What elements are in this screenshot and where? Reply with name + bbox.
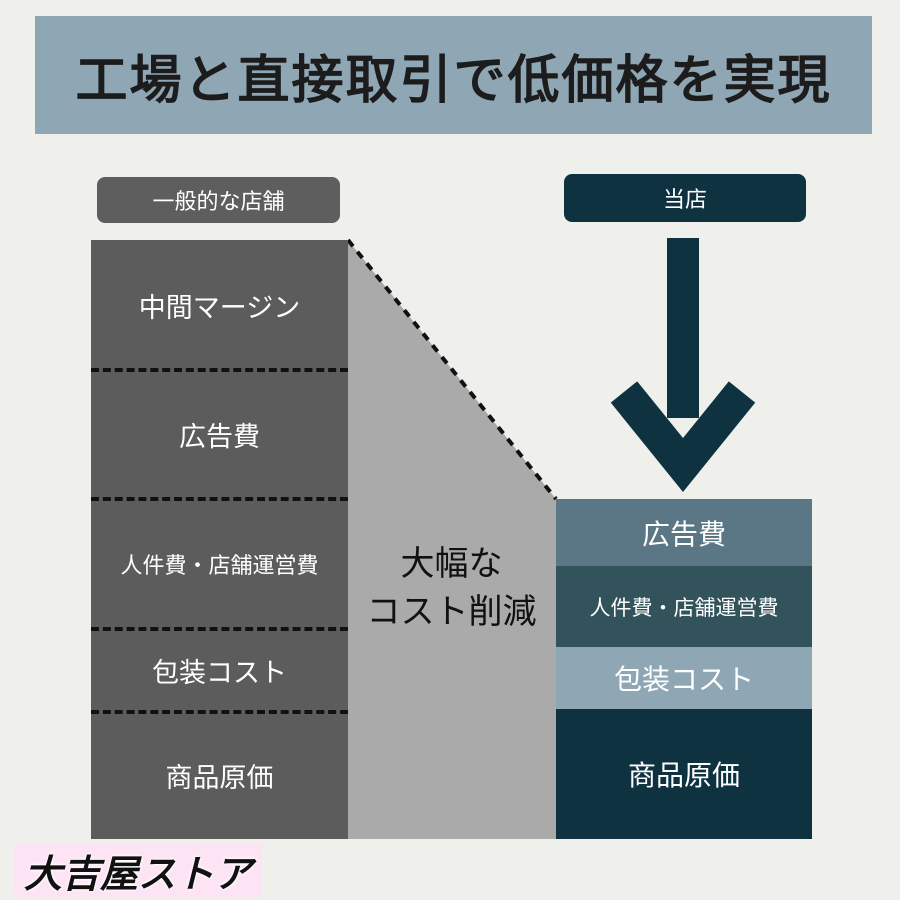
title-banner: 工場と直接取引で低価格を実現 (35, 16, 872, 134)
cost-reduction-label: 大幅な コスト削減 (348, 540, 555, 636)
general-staff-segment: 人件費・店舗運営費 (120, 554, 319, 579)
general-product-cost-segment: 商品原価 (165, 763, 274, 794)
our-product-cost-segment: 商品原価 (556, 709, 812, 839)
general-store-label: 一般的な店舗 (97, 177, 340, 223)
general-store-column: 中間マージン 広告費 人件費・店舗運営費 包装コスト 商品原価 (91, 240, 348, 839)
our-packing-segment: 包装コスト (556, 647, 812, 709)
general-margin-segment: 中間マージン (138, 292, 301, 324)
divider (91, 710, 348, 714)
general-ad-segment: 広告費 (179, 421, 260, 453)
general-packing-segment: 包装コスト (152, 657, 287, 689)
divider (91, 627, 348, 631)
our-store-label: 当店 (564, 174, 806, 222)
down-arrow-icon (610, 238, 756, 493)
divider (91, 368, 348, 372)
page-title: 工場と直接取引で低価格を実現 (75, 50, 832, 111)
our-ad-segment: 広告費 (556, 499, 812, 566)
cost-reduction-line2: コスト削減 (366, 592, 537, 632)
our-staff-segment: 人件費・店舗運営費 (556, 566, 812, 647)
brand-name: 大吉屋ストア (14, 842, 263, 898)
brand-logo: 大吉屋ストア (14, 842, 263, 898)
our-store-column: 広告費 人件費・店舗運営費 包装コスト 商品原価 (556, 499, 812, 839)
divider (91, 497, 348, 501)
cost-reduction-line1: 大幅な (400, 544, 503, 584)
cost-reduction-dashed-edge (346, 238, 558, 501)
